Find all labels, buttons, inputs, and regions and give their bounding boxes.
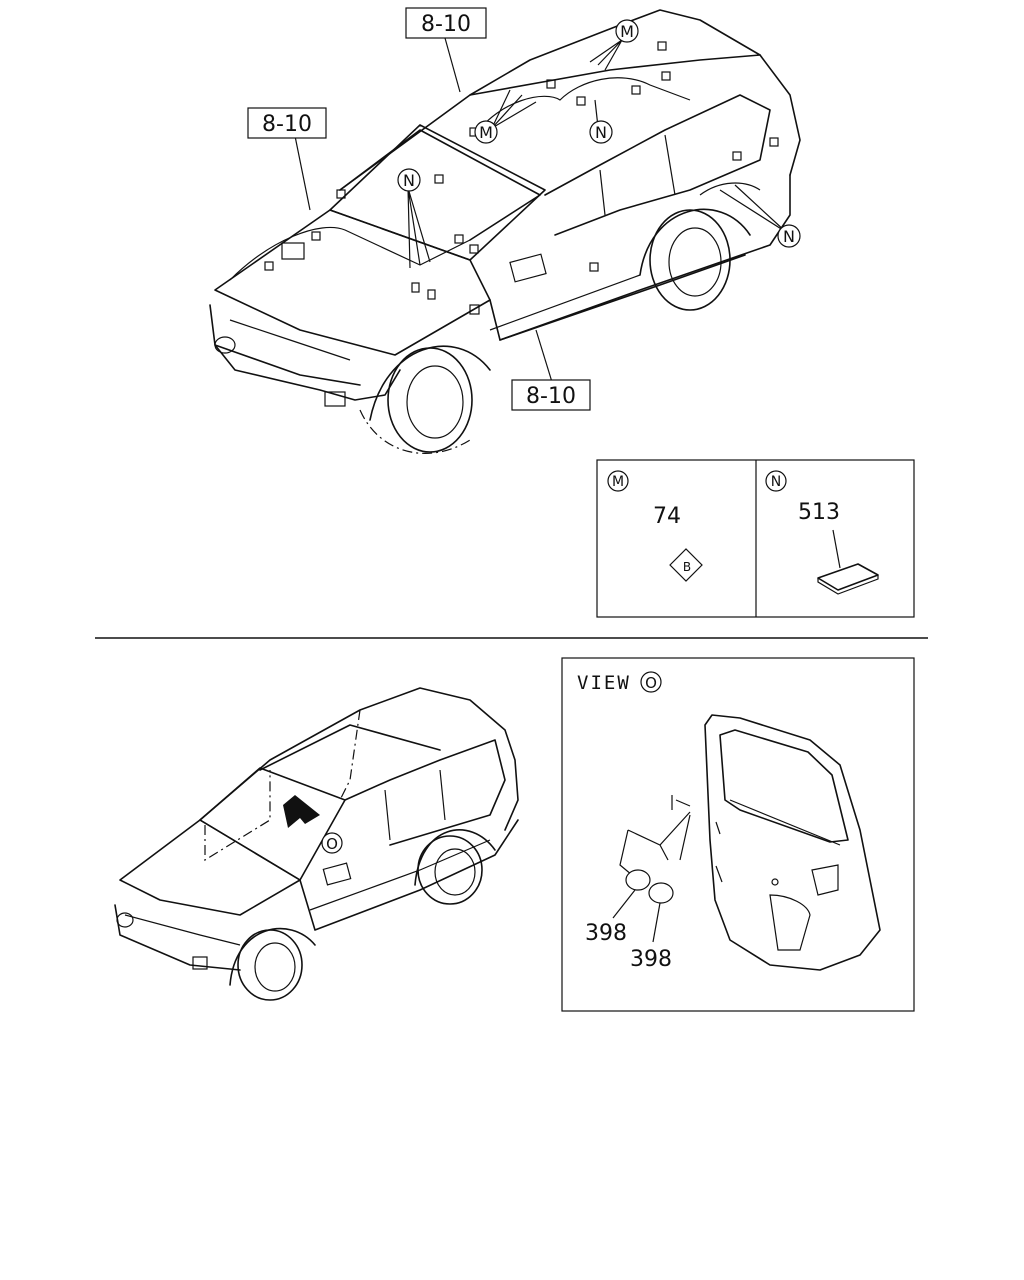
vehicle-bottom-illustration: [114, 687, 519, 1001]
callout-m-upper: M: [615, 19, 639, 43]
part-number-74: 74: [653, 504, 681, 529]
callout-n-dash: N: [397, 168, 421, 192]
vehicle-top-illustration: [209, 9, 801, 454]
svg-text:N: N: [783, 227, 795, 246]
clip-letter: B: [683, 560, 691, 574]
section-ref-top[interactable]: 8-10: [405, 7, 487, 39]
view-title: VIEW O: [577, 671, 662, 694]
callout-m-lower: M: [474, 120, 498, 144]
part-number-513: 513: [798, 500, 840, 525]
section-ref-bottom[interactable]: 8-10: [511, 379, 591, 411]
grommet-398-a: 398: [585, 869, 651, 946]
callout-n-roof: N: [589, 120, 613, 144]
grommet-398-b: 398: [630, 882, 674, 972]
svg-text:N: N: [595, 123, 607, 142]
section-ref-left[interactable]: 8-10: [247, 107, 327, 139]
callout-o: O: [321, 832, 343, 854]
view-box: [561, 657, 915, 1012]
bracket-illustration: [619, 795, 691, 876]
svg-text:VIEW: VIEW: [577, 672, 631, 694]
svg-text:M: M: [479, 123, 493, 142]
callout-n-rear: N: [777, 224, 801, 248]
svg-text:M: M: [620, 22, 634, 41]
detail-m-panel: M 74 B: [607, 470, 703, 582]
callout-leaders: [294, 37, 787, 383]
detail-n-key: N: [771, 474, 781, 490]
svg-text:8-10: 8-10: [421, 12, 471, 37]
detail-n-panel: N 513: [765, 470, 879, 595]
detail-m-key: M: [612, 474, 624, 490]
svg-text:O: O: [645, 674, 657, 692]
svg-text:O: O: [326, 835, 338, 853]
svg-text:8-10: 8-10: [526, 384, 576, 409]
rear-door-illustration: [704, 714, 881, 971]
svg-text:8-10: 8-10: [262, 112, 312, 137]
part-number-398-b: 398: [630, 947, 672, 972]
part-number-398-a: 398: [585, 921, 627, 946]
svg-text:N: N: [403, 171, 415, 190]
view-direction-arrow: [283, 791, 320, 828]
detail-box: [596, 459, 915, 618]
